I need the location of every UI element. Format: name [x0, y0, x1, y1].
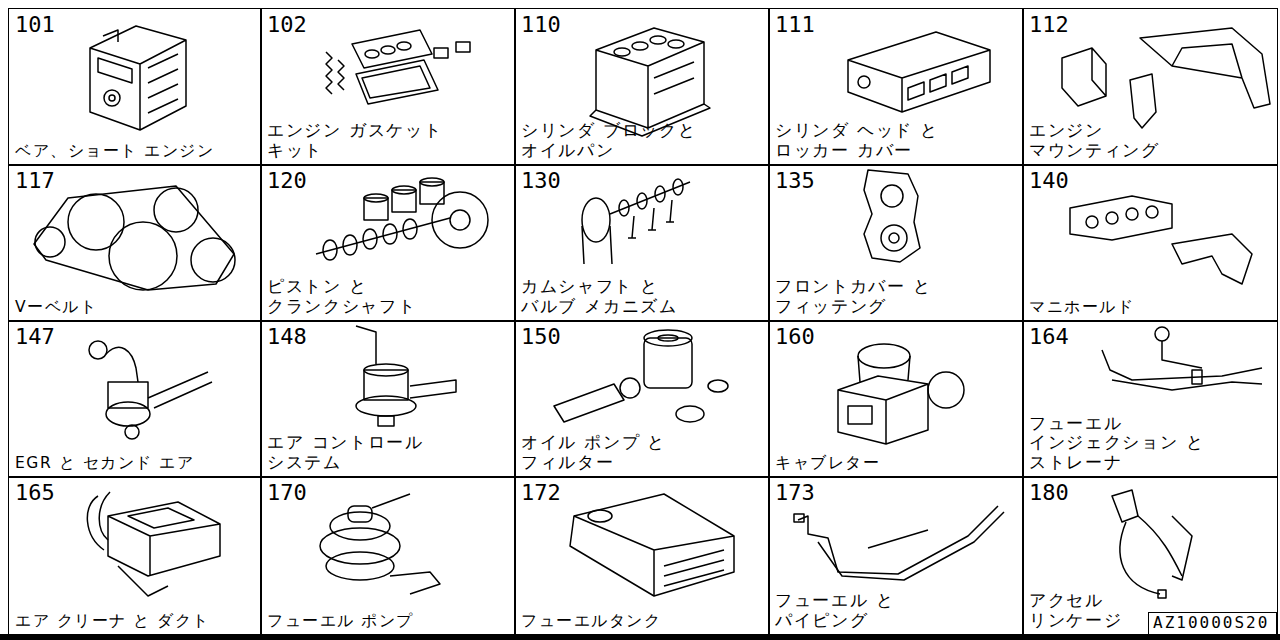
section-label: マニホールド — [1029, 299, 1271, 317]
section-label: フロントカバー と フィッテング — [775, 277, 943, 316]
section-label: エア コントロール システム — [267, 433, 435, 472]
catalog-cell: 120 ピストン と クランクシャフト — [260, 164, 516, 322]
section-label: エンジン マウンティング — [1029, 121, 1179, 160]
section-number: 180 — [1029, 482, 1271, 504]
section-number: 172 — [521, 482, 763, 504]
section-label: オイル ポンプ と フィルター — [521, 433, 680, 472]
section-label: カムシャフト と バルブ メカニズム — [521, 277, 699, 316]
section-number: 173 — [775, 482, 1017, 504]
section-label: ピストン と クランクシャフト — [267, 277, 435, 316]
section-number: 102 — [267, 14, 509, 36]
section-label: アクセル リンケージ — [1029, 591, 1141, 630]
section-number: 160 — [775, 326, 1017, 348]
catalog-cell: 165 エア クリーナ と ダクト — [8, 476, 262, 636]
catalog-cell: 117Vーベルト — [8, 164, 262, 322]
section-number: 135 — [775, 170, 1017, 192]
section-label: エンジン ガスケット キット — [267, 121, 463, 160]
catalog-cell: 172 フューエルタンク — [514, 476, 770, 636]
catalog-cell: 173 フューエル と パイピング — [768, 476, 1024, 636]
catalog-cell: 150 オイル ポンプ と フィルター — [514, 320, 770, 478]
section-label: フューエルタンク — [521, 613, 763, 631]
catalog-cell: 101 ベア、ショート エンジン — [8, 8, 262, 166]
section-number: 164 — [1029, 326, 1271, 348]
section-number: 120 — [267, 170, 509, 192]
section-label: エア クリーナ と ダクト — [15, 613, 255, 631]
section-label: フューエル ポンプ — [267, 613, 509, 631]
drawing-code: AZ10000S20 — [1153, 614, 1272, 632]
drawing-code-box: AZ10000S20 — [1148, 612, 1277, 635]
section-label: フューエル インジェクション と ストレーナ — [1029, 414, 1216, 473]
section-number: 140 — [1029, 170, 1271, 192]
section-number: 117 — [15, 170, 255, 192]
section-number: 165 — [15, 482, 255, 504]
section-label: Vーベルト — [15, 299, 255, 317]
catalog-cell: 148 エア コントロール システム — [260, 320, 516, 478]
section-label: シリンダ ヘッド と ロッカー カバー — [775, 121, 953, 160]
section-number: 150 — [521, 326, 763, 348]
catalog-cell: 160 キャブレター — [768, 320, 1024, 478]
catalog-cell: 111 シリンダ ヘッド と ロッカー カバー — [768, 8, 1024, 166]
section-label: EGR と セカンド エア — [15, 455, 255, 473]
section-number: 130 — [521, 170, 763, 192]
catalog-cell: 164 フューエル インジェクション と ストレーナ — [1022, 320, 1278, 478]
catalog-cell: 102 エンジン ガスケット キット — [260, 8, 516, 166]
catalog-cell: 140 マニホールド — [1022, 164, 1278, 322]
section-number: 147 — [15, 326, 255, 348]
catalog-cell: 110 シリンダ ブロックと オイルパン — [514, 8, 770, 166]
section-number: 111 — [775, 14, 1017, 36]
catalog-cell: 147EGR と セカンド エア — [8, 320, 262, 478]
section-number: 112 — [1029, 14, 1271, 36]
catalog-cell: 170 フューエル ポンプ — [260, 476, 516, 636]
section-number: 170 — [267, 482, 509, 504]
section-label: ベア、ショート エンジン — [15, 143, 255, 161]
section-number: 101 — [15, 14, 255, 36]
section-number: 148 — [267, 326, 509, 348]
section-label: キャブレター — [775, 455, 1017, 473]
catalog-cell: 135 フロントカバー と フィッテング — [768, 164, 1024, 322]
catalog-cell: 130 カムシャフト と バルブ メカニズム — [514, 164, 770, 322]
catalog-cell: 112 エンジン マウンティング — [1022, 8, 1278, 166]
section-label: フューエル と パイピング — [775, 591, 915, 630]
section-label: シリンダ ブロックと オイルパン — [521, 121, 717, 160]
section-number: 110 — [521, 14, 763, 36]
